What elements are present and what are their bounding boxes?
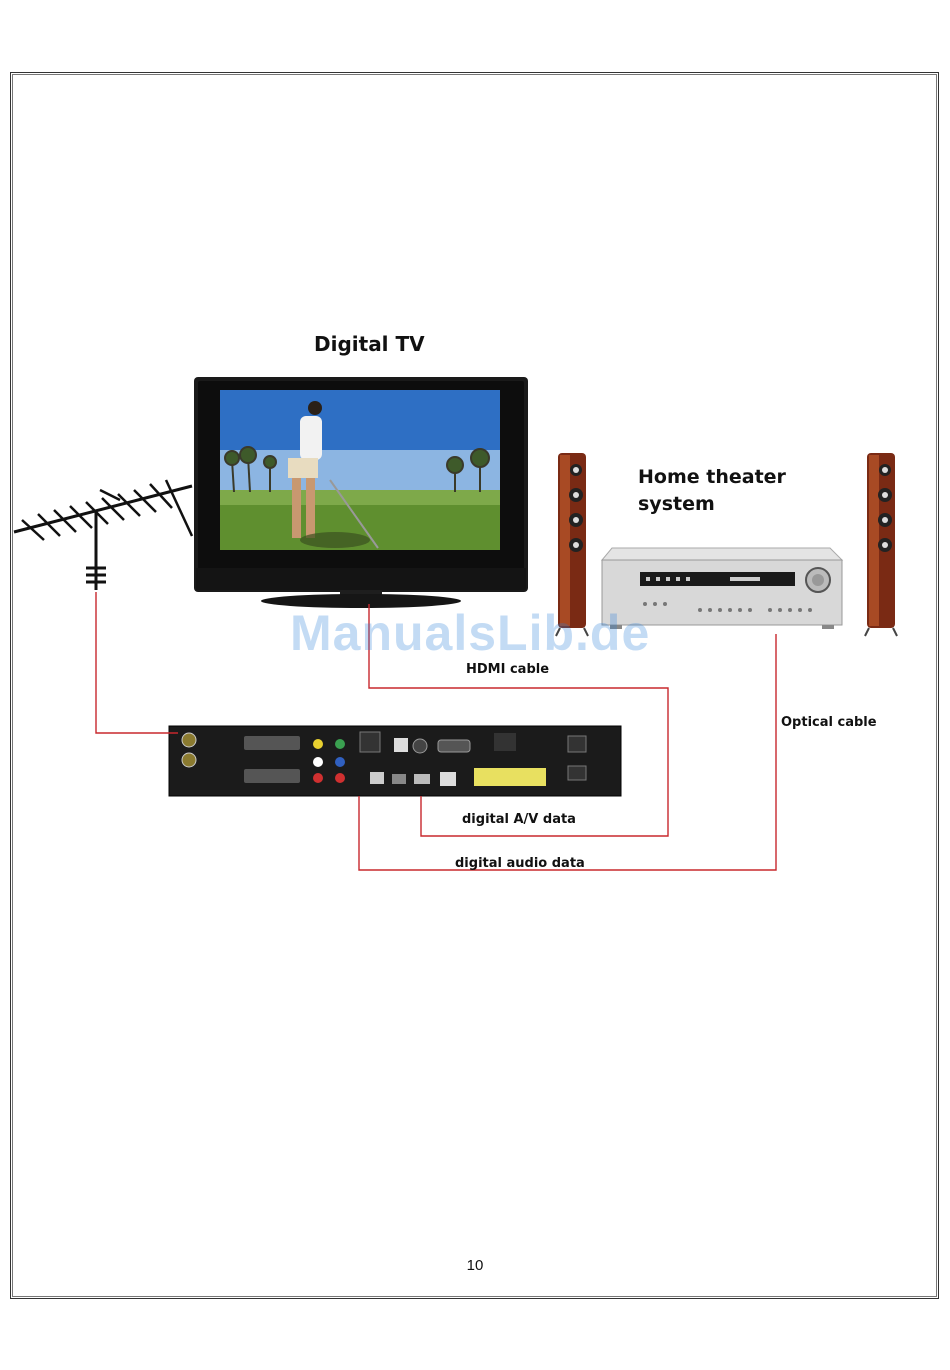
optical-cable-label: Optical cable [781,715,877,730]
hdmi-cable-label: HDMI cable [466,662,549,677]
page-number: 10 [0,1257,950,1274]
antenna-cable [96,592,178,733]
home-theater-label: Home theater system [638,464,838,518]
watermark: ManualsLib.de [290,604,650,662]
digital-audio-data-label: digital audio data [455,856,585,871]
digital-tv-label: Digital TV [314,332,425,356]
digital-av-data-label: digital A/V data [462,812,576,827]
